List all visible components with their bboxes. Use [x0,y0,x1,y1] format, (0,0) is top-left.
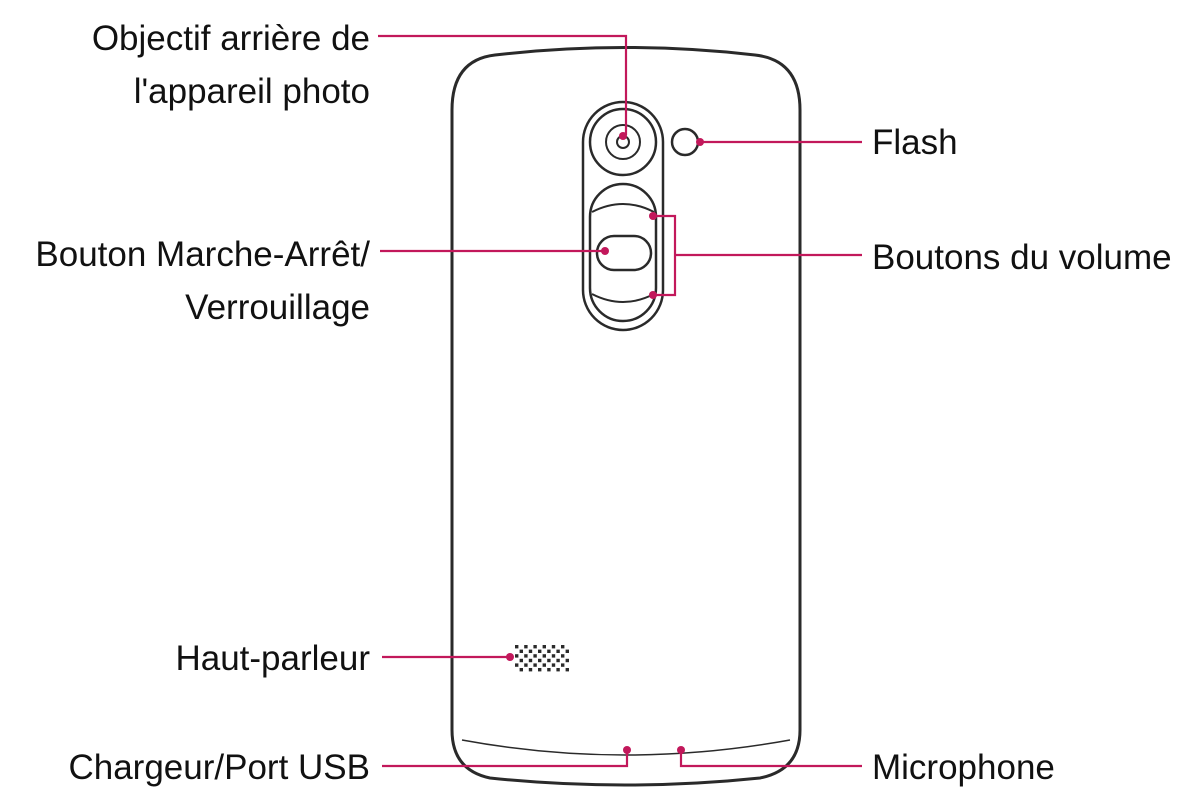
label-speaker: Haut-parleur [175,639,370,678]
callout-rear-camera [378,34,628,135]
speaker-hole [538,649,542,653]
speaker-hole [533,663,537,667]
speaker-hole [524,654,528,658]
speaker-hole [538,668,542,672]
speaker-hole [556,649,560,653]
label-flash: Flash [872,123,958,162]
speaker-hole [542,654,546,658]
speaker-hole [547,668,551,672]
speaker-hole [528,668,533,672]
callout-dot-volume-up [649,212,657,220]
speaker-hole [565,649,569,653]
volume-down-divider [591,293,655,303]
speaker-hole [556,658,560,663]
speaker-hole [542,663,546,667]
speaker-hole [551,654,556,658]
speaker-hole [561,645,565,649]
callout-dot-speaker [506,653,514,661]
callout-lines [378,34,862,768]
speaker-hole [519,649,523,653]
speaker-hole [561,663,565,667]
label-rear-camera-line2: l'appareil photo [134,72,370,111]
callout-microphone [679,752,862,768]
speaker-hole [524,663,528,667]
speaker-hole [547,649,551,653]
label-volume: Boutons du volume [872,238,1172,277]
speaker-hole [519,668,523,672]
label-power-lock-line1: Bouton Marche-Arrêt/ [35,235,370,274]
label-power-lock-line2: Verrouillage [185,288,370,327]
power-lock-button [595,234,653,272]
callout-dot-charger-usb [623,746,631,754]
speaker-hole [565,658,569,663]
label-rear-camera-line1: Objectif arrière de [92,19,370,58]
camera-lens-ring [588,107,658,177]
callout-dot-volume-down [649,291,657,299]
callout-dot-microphone [677,746,685,754]
speaker-hole [519,658,523,663]
rear-button-panel [588,182,658,323]
speaker-hole [551,663,556,667]
camera-lens-inner [605,124,641,160]
phone-body-outline [450,46,802,787]
speaker-hole [542,645,546,649]
callout-dot-power-lock [601,247,609,255]
callout-dot-flash [696,138,704,146]
callout-charger-usb [382,752,629,768]
speaker-hole [533,645,537,649]
speaker-hole [556,668,560,672]
speaker-hole [515,663,519,667]
speaker-hole [528,649,533,653]
volume-up-divider [591,203,655,213]
phone-bottom-edge [461,739,791,756]
label-charger-usb: Chargeur/Port USB [68,748,370,787]
flash-icon [670,127,700,157]
speaker-hole [547,658,551,663]
speaker-grille [515,645,569,672]
speaker-hole [561,654,565,658]
speaker-hole [515,645,519,649]
label-microphone: Microphone [872,748,1055,787]
speaker-hole [551,645,556,649]
speaker-hole [538,658,542,663]
speaker-hole [565,668,569,672]
speaker-hole [515,654,519,658]
speaker-hole [524,645,528,649]
speaker-hole [528,658,533,663]
callout-dot-rear-camera [619,132,627,140]
speaker-hole [533,654,537,658]
